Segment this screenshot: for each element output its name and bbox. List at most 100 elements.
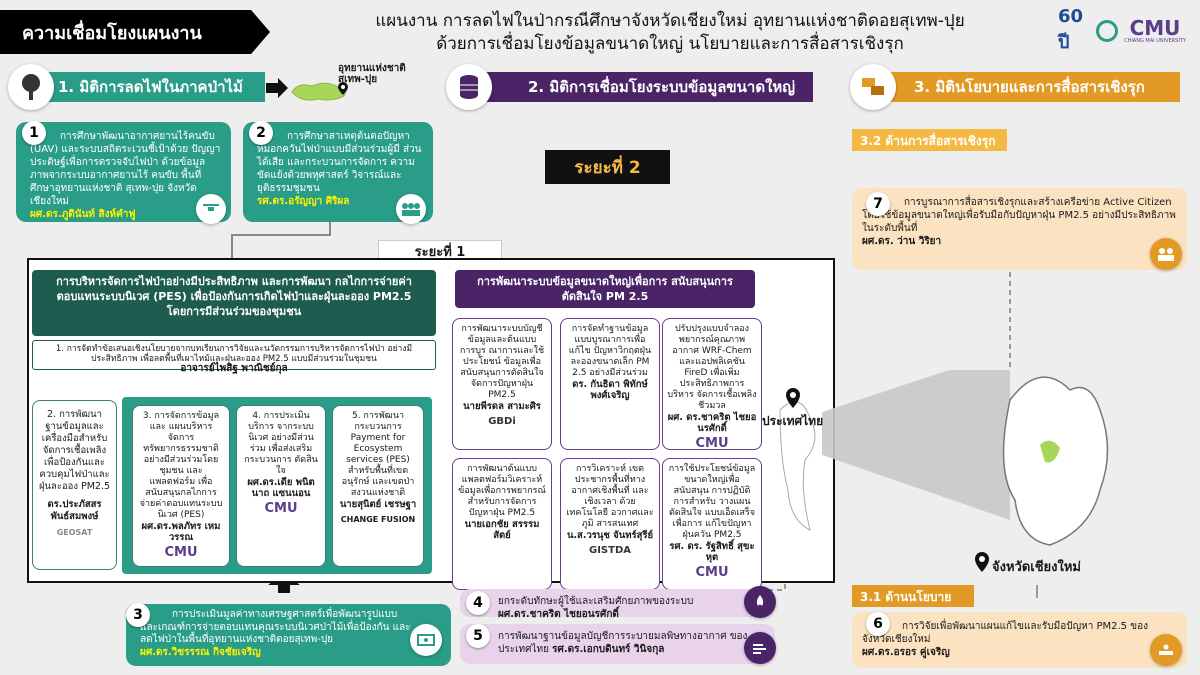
dim1-item-1-text: การศึกษาพัฒนาอากาศยานไร้คนขับ (UAV) และร…: [30, 131, 221, 207]
pes-item-2: 2. การพัฒนา ฐานข้อมูลและ เครื่องมือสำหรั…: [32, 400, 117, 570]
tree-icon: [8, 64, 54, 110]
bigdata-card-text: การพัฒนาระบบบัญชี ข้อมูลและต้นแบบการบูร …: [459, 324, 545, 400]
dim3-item-7-text: การบูรณาการสื่อสารเชิงรุกและสร้างเครือข่…: [862, 197, 1176, 234]
number-badge-6: 6: [866, 612, 890, 636]
page-title: แผนงาน การลดไฟในป่ากรณีศึกษาจังหวัดเชียง…: [300, 10, 1040, 56]
bigdata-card: การจัดทำฐานข้อมูล แบบบูรณาการเพื่อ แก้ไข…: [560, 318, 660, 450]
number-badge-5: 5: [466, 624, 490, 648]
sub-section-3-2: 3.2 ด้านการสื่อสารเชิงรุก: [852, 129, 1007, 151]
dimension-1-header: 1. มิติการลดไฟในภาคป่าไม้: [30, 72, 265, 102]
bigdata-card-logo: CMU: [695, 565, 729, 580]
pes-item-1-author: อาจารย์ไพสิฐ พาณิชย์กุล: [180, 363, 288, 374]
cmu-logo-small: CMU: [164, 545, 198, 560]
section-tag: ความเชื่อมโยงแผนงาน: [0, 10, 270, 54]
database-icon: [446, 64, 492, 110]
bottom-item-3-author: ผศ.ดร.วิชรรรณ กิจชัยเจริญ: [140, 646, 261, 658]
bigdata-card-author: รศ. ดร. รัฐสิทธิ์ สุขะหุต: [669, 541, 755, 563]
bottom-item-3-text: การประเมินมูลค่าทางเศรษฐศาสตร์เพื่อพัฒนา…: [140, 609, 411, 645]
pes-item-4-text: 4. การประเมินบริการ จากระบบนิเวศ อย่างมี…: [244, 411, 318, 476]
location-pin-icon: [338, 82, 348, 95]
title-line-2: ด้วยการเชื่อมโยงข้อมูลขนาดใหญ่ นโยบายและ…: [436, 34, 904, 54]
bigdata-card-text: การจัดทำฐานข้อมูล แบบบูรณาการเพื่อ แก้ไข…: [568, 324, 652, 378]
dim1-item-2: การศึกษาสาเหตุต้นตอปัญหา หมอกควันไฟป่าแบ…: [243, 122, 433, 222]
bigdata-card-text: การพัฒนาต้นแบบ แพลตฟอร์มวิเคราะห์ ข้อมูล…: [458, 464, 546, 518]
phase-2-label: ระยะที่ 2: [545, 150, 670, 184]
dimension-2-header: 2. มิติการเชื่อมโยงระบบข้อมูลขนาดใหญ่: [468, 72, 813, 102]
cmu-logo: CMU CHIANG MAI UNIVERSITY: [1124, 16, 1186, 44]
sub-section-3-1: 3.1 ด้านนโยบาย: [852, 585, 974, 607]
number-badge-1: 1: [22, 121, 46, 145]
dim1-item-1-author: ผศ.ดร.ภูดินันท์ สิงห์คำฟู: [30, 209, 136, 220]
chat-icon: [850, 64, 896, 110]
dim1-item-2-text: การศึกษาสาเหตุต้นตอปัญหา หมอกควันไฟป่าแบ…: [257, 131, 422, 194]
dim3-item-7-author: ผศ.ดร. ว่าน วิริยา: [862, 236, 942, 247]
bigdata-card-author: น.ส.วรนุช จันทร์สุรีย์: [566, 530, 654, 541]
money-icon: [410, 624, 442, 656]
pes-item-5-author: นายสุนิตย์ เชรษฐา: [339, 499, 417, 510]
bottom-item-4-author: ผศ.ดร.ชาคริต ไชยอนรศักดิ์: [498, 609, 619, 620]
chiangmai-map: [1002, 376, 1109, 546]
meeting-icon: [1150, 634, 1182, 666]
dim1-item-1: การศึกษาพัฒนาอากาศยานไร้คนขับ (UAV) และร…: [16, 122, 231, 222]
campfire-icon: [744, 586, 776, 618]
pes-header: การบริหารจัดการไฟป่าอย่างมีประสิทธิภาพ แ…: [32, 270, 436, 336]
park-label: อุทยานแห่งชาติ สุเทพ-ปุย: [338, 63, 406, 85]
bigdata-card-text: ปรับปรุงแบบจำลอง พยากรณ์คุณภาพ อากาศ WRF…: [667, 324, 757, 411]
bigdata-card-author: ดร. กันธิดา พิทักษ์พงศ์เจริญ: [572, 379, 648, 401]
wind-icon: [744, 632, 776, 664]
bigdata-card: การพัฒนาต้นแบบ แพลตฟอร์มวิเคราะห์ ข้อมูล…: [452, 458, 552, 590]
bottom-item-5-text: การพัฒนาฐานข้อมูลบัญชีการระบายมลพิษทางอา…: [498, 631, 748, 655]
thailand-label: ประเทศไทย: [762, 414, 824, 428]
bigdata-card-author: นายเอกชัย สรรรมสัตย์: [464, 519, 540, 541]
anniversary-logo: 60 ปี: [1058, 6, 1084, 53]
number-badge-2: 2: [249, 121, 273, 145]
pes-item-5: 5. การพัฒนา กระบวนการ Payment for Ecosys…: [332, 405, 424, 567]
bigdata-card: การพัฒนาระบบบัญชี ข้อมูลและต้นแบบการบูร …: [452, 318, 552, 450]
title-line-1: แผนงาน การลดไฟในป่ากรณีศึกษาจังหวัดเชียง…: [375, 11, 965, 31]
number-badge-3: 3: [126, 603, 150, 627]
pes-item-3: 3. การจัดการข้อมูลและ แผนบริหารจัดการ ทร…: [132, 405, 230, 567]
chiangmai-label: จังหวัดเชียงใหม่: [992, 560, 1081, 575]
pes-item-4-author: ผศ.ดร.เดีย พนิตนาถ แซนนอน: [247, 477, 315, 499]
drone-icon: [196, 194, 226, 224]
dim3-item-6-text: การวิจัยเพื่อพัฒนาแผนแก้ไขและรับมือปัญหา…: [862, 621, 1148, 645]
bigdata-card-logo: GISTDA: [589, 545, 631, 556]
thailand-map: [779, 401, 816, 531]
dim3-item-7: การบูรณาการสื่อสารเชิงรุกและสร้างเครือข่…: [852, 188, 1187, 270]
bottom-item-5-author: รศ.ดร.เอกบดินทร์ วินิจกุล: [552, 644, 665, 655]
nrct-logo: [1094, 14, 1120, 48]
bigdata-card-author: ผศ. ดร.ชาคริต ไชยอนรศักดิ์: [667, 412, 757, 434]
geosat-logo: GEOSAT: [56, 528, 93, 537]
community-icon: [396, 194, 426, 224]
changefusion-logo: CHANGE FUSION: [340, 515, 416, 524]
bigdata-card: การใช้ประโยชน์ข้อมูล ขนาดใหญ่เพื่อสนับสน…: [662, 458, 762, 590]
location-pin-icon: [786, 388, 800, 408]
dim1-item-2-author: รศ.ดร.อรัญญา ศิริผล: [257, 196, 350, 207]
bottom-item-4: ยกระดับทักษะผู้ใช้และเสริมศักยภาพของระบบ…: [460, 589, 775, 620]
bigdata-card-text: การใช้ประโยชน์ข้อมูล ขนาดใหญ่เพื่อสนับสน…: [668, 464, 756, 540]
pes-item-1-text: 1. การจัดทำข้อเสนอเชิงนโยบายจากบทเรียนกา…: [55, 344, 413, 364]
bigdata-header: การพัฒนาระบบข้อมูลขนาดใหญ่เพื่อการ สนับส…: [455, 270, 755, 308]
pes-item-3-text: 3. การจัดการข้อมูลและ แผนบริหารจัดการ ทร…: [139, 411, 223, 520]
dimension-3-header: 3. มิตินโยบายและการสื่อสารเชิงรุก: [870, 72, 1180, 102]
bigdata-card: ปรับปรุงแบบจำลอง พยากรณ์คุณภาพ อากาศ WRF…: [662, 318, 762, 450]
pes-item-2-author: ดร.ประภัสสร พันธ์สมพงษ์: [47, 499, 102, 522]
location-pin-icon: [975, 552, 989, 572]
number-badge-4: 4: [466, 591, 490, 615]
arrow-right-icon: [266, 78, 288, 98]
map: [779, 370, 1109, 546]
bigdata-card-text: การวิเคราะห์ เขตประชากรพื้นที่ทาง อากาศเ…: [566, 464, 654, 529]
dim3-item-6: การวิจัยเพื่อพัฒนาแผนแก้ไขและรับมือปัญหา…: [852, 612, 1187, 668]
pes-item-1: 1. การจัดทำข้อเสนอเชิงนโยบายจากบทเรียนกา…: [32, 340, 436, 374]
bottom-item-3: การประเมินมูลค่าทางเศรษฐศาสตร์เพื่อพัฒนา…: [126, 604, 451, 666]
people-icon: [1150, 238, 1182, 270]
bottom-item-5: การพัฒนาฐานข้อมูลบัญชีการระบายมลพิษทางอา…: [460, 624, 775, 664]
dim3-item-6-author: ผศ.ดร.อรอร คู่เจริญ: [862, 647, 950, 658]
bigdata-card-logo: GBDi: [488, 416, 516, 427]
pes-item-2-text: 2. การพัฒนา ฐานข้อมูลและ เครื่องมือสำหรั…: [38, 409, 111, 492]
number-badge-7: 7: [866, 192, 890, 216]
bottom-item-4-text: ยกระดับทักษะผู้ใช้และเสริมศักยภาพของระบบ: [498, 596, 694, 607]
cmu-logo-small: CMU: [264, 501, 298, 516]
bigdata-card-logo: CMU: [695, 436, 729, 451]
bigdata-card-author: นายพีรดล สามะศิร: [463, 401, 541, 412]
